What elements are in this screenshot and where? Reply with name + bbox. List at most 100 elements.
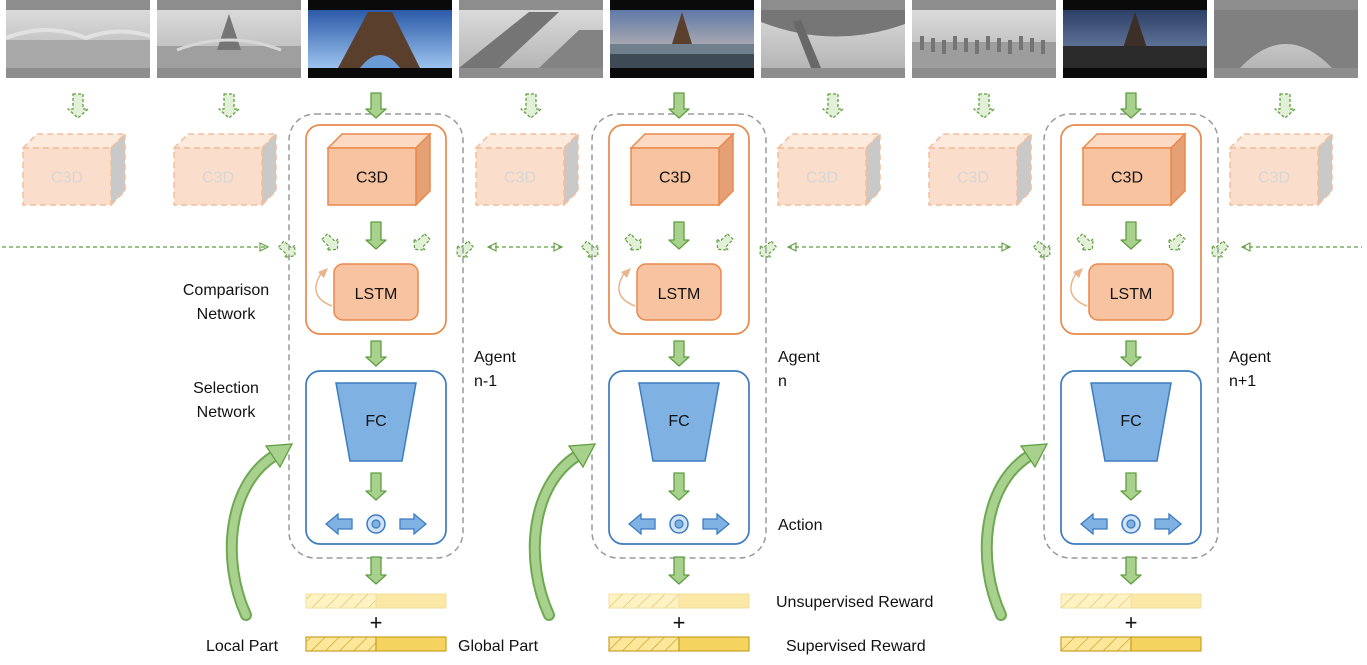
- person: [964, 38, 968, 52]
- lateral-in-right-arrow: [456, 240, 475, 259]
- move-right-action-icon: [399, 512, 428, 536]
- action-to-reward-arrow: [668, 556, 690, 585]
- c3d-block: C3D: [326, 132, 432, 207]
- frame-dim: [6, 0, 150, 78]
- global-part-label: Global Part: [458, 638, 539, 655]
- fc-to-action-arrow: [365, 472, 387, 501]
- incoming-right-arrow: [1168, 232, 1187, 251]
- supervised-reward-global-bar: [1130, 636, 1202, 652]
- person: [1041, 40, 1045, 54]
- unsupervised-reward-global-bar: [1130, 593, 1202, 609]
- selection-network-label-line2: Network: [197, 404, 257, 421]
- frame-dim: [1214, 0, 1358, 78]
- person: [1030, 38, 1034, 52]
- reward-feedback-arrow: [530, 452, 581, 619]
- lstm-to-fc-arrow: [1120, 340, 1142, 367]
- incoming-left-arrow: [623, 232, 642, 251]
- local-part-label: Local Part: [206, 638, 279, 655]
- frame-top-bar: [761, 0, 905, 10]
- lstm-to-fc-arrow: [365, 340, 387, 367]
- person: [942, 40, 946, 54]
- ghost-c3d-block: C3D: [474, 132, 580, 207]
- unsupervised-reward-global-bar: [678, 593, 750, 609]
- unsupervised-reward-local-bar: [608, 593, 680, 609]
- move-left-action-icon: [1079, 512, 1108, 536]
- lstm-label: LSTM: [658, 286, 701, 303]
- move-right-action-icon: [702, 512, 731, 536]
- dashed-down-arrow: [218, 93, 240, 119]
- lstm-block: [333, 263, 419, 321]
- tower-beam: [793, 20, 821, 68]
- supervised-reward-local-bar: [608, 636, 680, 652]
- frame-bottom-bar: [308, 68, 452, 78]
- supervised-reward-local-bar: [305, 636, 377, 652]
- frame-top-bar: [459, 0, 603, 10]
- dashed-down-arrow: [520, 93, 542, 119]
- fc-block: [638, 382, 720, 462]
- eiffel-tower: [338, 12, 420, 68]
- agent-n-plus-1-label-line1: Agent: [1229, 349, 1271, 366]
- lstm-label: LSTM: [355, 286, 398, 303]
- bridge: [176, 38, 282, 52]
- c3d-label: C3D: [806, 170, 838, 187]
- lateral-in-left-arrow: [1032, 240, 1051, 259]
- flow-head: [1240, 242, 1251, 252]
- frame-6: [761, 0, 905, 78]
- c3d-block: C3D: [1081, 132, 1187, 207]
- lstm-label: LSTM: [1110, 286, 1153, 303]
- river: [6, 40, 150, 68]
- c3d-to-lstm-arrow: [668, 221, 690, 250]
- incoming-right-arrow: [413, 232, 432, 251]
- flow-head: [786, 242, 797, 252]
- agent-n-plus-1-label-line2: n+1: [1229, 373, 1256, 390]
- frame-5: [610, 0, 754, 78]
- person: [953, 36, 957, 50]
- eiffel-tower: [672, 12, 692, 44]
- frame-dim: [157, 0, 301, 78]
- dashed-down-arrow: [973, 93, 995, 119]
- plus-sign: +: [1125, 610, 1138, 635]
- frame-bottom-bar: [1063, 68, 1207, 78]
- crowd: [1063, 46, 1207, 68]
- inactive-c3d-blocks: C3D C3D C3D C3D C3D C3D: [21, 93, 1334, 207]
- supervised-reward-global-bar: [678, 636, 750, 652]
- frame-9: [1214, 0, 1358, 78]
- c3d-label: C3D: [202, 170, 234, 187]
- frame-bottom-bar: [6, 68, 150, 78]
- person: [986, 36, 990, 50]
- fc-label: FC: [1120, 413, 1141, 430]
- c3d-label: C3D: [659, 170, 691, 187]
- flow-head: [486, 242, 497, 252]
- move-right-action-icon: [1154, 512, 1183, 536]
- dashed-down-arrow: [1274, 93, 1296, 119]
- incoming-right-arrow: [716, 232, 735, 251]
- ghost-c3d-block: C3D: [172, 132, 278, 207]
- supervised-reward-label: Supervised Reward: [786, 638, 926, 655]
- lateral-in-right-arrow: [1211, 240, 1230, 259]
- ghost-c3d-block: C3D: [776, 132, 882, 207]
- ground: [157, 46, 301, 68]
- unsupervised-reward-label: Unsupervised Reward: [776, 594, 933, 611]
- frame-1: [5, 0, 151, 78]
- frame-3: [308, 0, 452, 78]
- move-left-action-icon: [324, 512, 353, 536]
- flow-head: [1001, 242, 1012, 252]
- agent-n-minus-1-label-line1: Agent: [474, 349, 516, 366]
- incoming-left-arrow: [1075, 232, 1094, 251]
- recurrent-loop: [618, 271, 636, 307]
- reward-feedback-arrow: [982, 452, 1033, 619]
- lateral-in-left-arrow: [580, 240, 599, 259]
- frame-dim: [459, 0, 603, 78]
- move-left-action-icon: [627, 512, 656, 536]
- person: [931, 38, 935, 52]
- selection-network-label-line1: Selection: [193, 380, 259, 397]
- incoming-left-arrow: [320, 232, 339, 251]
- dashed-down-arrow: [67, 93, 89, 119]
- comparison-network-label-line1: Comparison: [183, 282, 269, 299]
- stay-action-icon-inner: [371, 519, 381, 529]
- action-label: Action: [778, 517, 822, 534]
- c3d-label: C3D: [356, 170, 388, 187]
